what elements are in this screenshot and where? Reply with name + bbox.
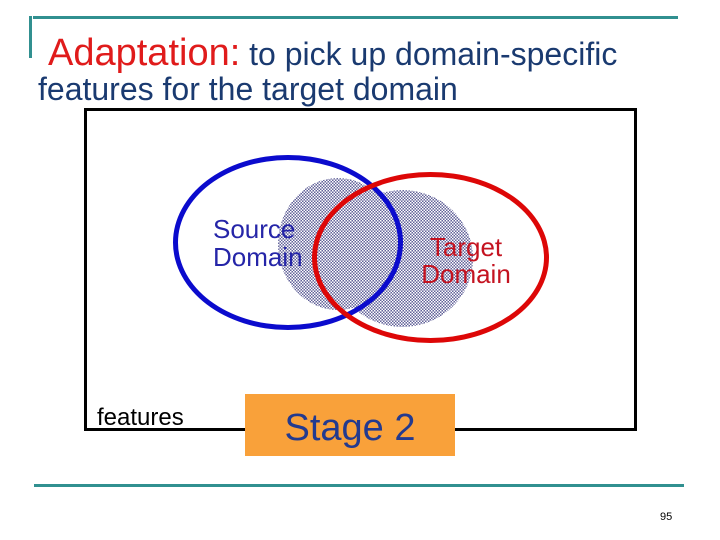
target-domain-label: Target Domain (420, 234, 512, 288)
title-side-accent-line (29, 16, 32, 58)
source-domain-label: Source Domain (213, 215, 303, 271)
features-label: features (97, 404, 184, 431)
top-border-line (33, 16, 678, 19)
target-domain-label-line1: Target (429, 232, 503, 262)
page-number: 95 (660, 511, 673, 523)
slide-title: Adaptation: to pick up domain-specific f… (38, 33, 658, 105)
slide-title-line1: Adaptation: to pick up domain-specific (38, 33, 658, 74)
slide-title-rest: to pick up domain-specific (240, 36, 618, 72)
bottom-border-line (34, 484, 684, 487)
target-domain-label-line2: Domain (421, 259, 511, 289)
source-domain-label-line1: Source (213, 214, 296, 244)
slide-title-accent: Adaptation: (48, 32, 241, 74)
target-domain-ellipse (312, 172, 549, 343)
slide-title-line2: features for the target domain (38, 71, 458, 107)
stage-2-label: Stage 2 (284, 407, 416, 449)
source-domain-label-line2: Domain (213, 242, 303, 272)
stage-2-box: Stage 2 (245, 394, 455, 456)
